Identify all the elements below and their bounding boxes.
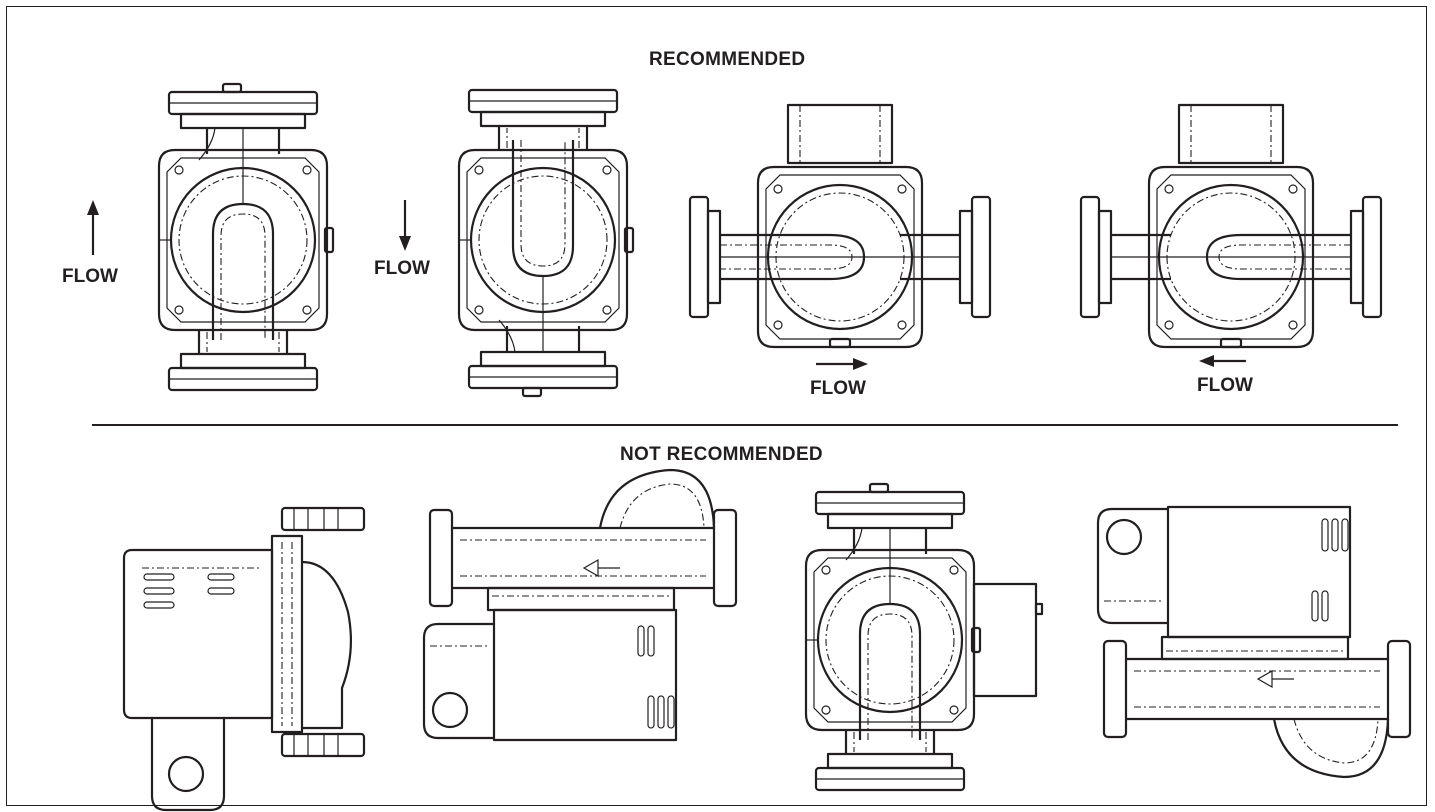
pump-drawing-flow-right xyxy=(688,103,992,349)
flow-arrow-up xyxy=(87,200,99,255)
flow-arrow-right xyxy=(816,358,868,370)
flow-arrow-left xyxy=(1199,355,1246,367)
pump-drawing-motor-left xyxy=(122,506,366,812)
flow-label-right: FLOW xyxy=(810,378,866,399)
pump-drawing-motor-above xyxy=(1096,505,1412,779)
pump-drawing-motor-right xyxy=(804,482,1044,792)
flow-label-up: FLOW xyxy=(62,266,118,287)
not-recommended-title: NOT RECOMMENDED xyxy=(620,444,823,465)
pump-drawing-flow-down xyxy=(457,88,635,398)
flow-label-left: FLOW xyxy=(1197,375,1253,396)
pump-drawing-flow-up xyxy=(157,82,335,392)
recommended-title: RECOMMENDED xyxy=(649,49,806,70)
section-divider xyxy=(92,424,1398,426)
flow-label-down: FLOW xyxy=(374,258,430,279)
pump-drawing-flow-left xyxy=(1079,103,1383,349)
figure-border xyxy=(6,6,1427,806)
flow-arrow-down xyxy=(399,200,411,251)
pump-drawing-motor-below xyxy=(422,468,738,742)
